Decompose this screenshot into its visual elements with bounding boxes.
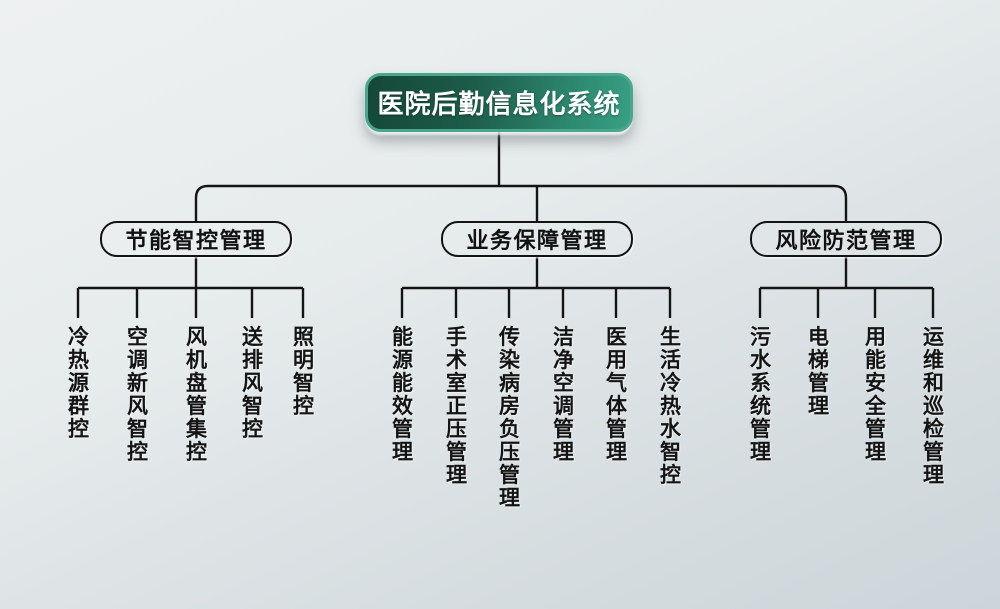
leaf-label: 医用气体管理 [606,326,627,464]
branch-node-energy-control: 节能智控管理 [100,221,292,257]
leaf-label: 冷热源群控 [68,326,89,441]
branch-node-label: 节能智控管理 [125,228,267,253]
leaf-label: 手术室正压管理 [446,326,467,487]
leaf-label: 电梯管理 [808,326,829,418]
branch-node-label: 业务保障管理 [466,228,608,253]
leaf-label: 能源能效管理 [392,326,413,464]
leaf-label: 照明智控 [293,326,314,418]
branch-node-label: 风险防范管理 [775,228,917,253]
branch-node-risk-prevention: 风险防范管理 [750,221,942,257]
leaf-label: 洁净空调管理 [553,326,574,464]
root-node: 医院后勤信息化系统 [365,73,633,132]
leaf-label: 空调新风智控 [127,326,148,464]
leaf-label: 传染病房负压管理 [499,326,520,510]
leaf-label: 用能安全管理 [865,326,886,464]
leaf-label: 污水系统管理 [750,326,771,464]
leaf-label: 生活冷热水智控 [660,326,681,487]
root-node-label: 医院后勤信息化系统 [377,89,621,119]
branch-node-business-assurance: 业务保障管理 [441,221,633,257]
leaf-label: 送排风智控 [242,326,263,441]
leaf-label: 风机盘管集控 [186,326,207,464]
leaf-label: 运维和巡检管理 [923,326,944,487]
